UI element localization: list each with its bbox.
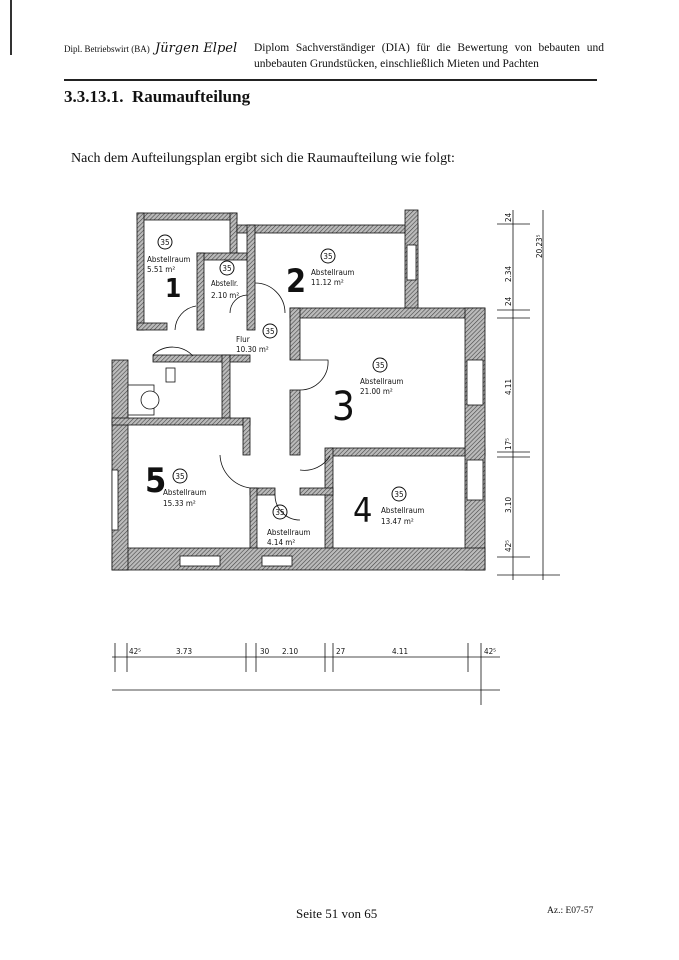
room-abstellr: 35 Abstellr. 2.10 m² [211, 260, 239, 300]
header-description-line1: Diplom Sachverständiger (DIA) für die Be… [254, 42, 604, 54]
room-area: 2.10 m² [211, 291, 239, 300]
room-labels: 35 Abstellraum 5.51 m² 1 35 Abstellr. 2.… [145, 234, 424, 547]
room-number: 4 [353, 491, 372, 531]
svg-text:2.34: 2.34 [504, 266, 513, 282]
svg-text:24: 24 [504, 212, 513, 222]
room-name: Abstellraum [147, 255, 190, 264]
reference-number: Az.: E07-57 [547, 906, 594, 916]
svg-text:30: 30 [260, 647, 270, 656]
svg-text:42⁵: 42⁵ [129, 647, 141, 656]
room-5: 35 5 Abstellraum 15.33 m² [145, 461, 206, 508]
svg-text:27: 27 [336, 647, 345, 656]
header-description: Diplom Sachverständiger (DIA) für die Be… [254, 40, 604, 72]
svg-text:35: 35 [175, 472, 184, 481]
header-divider [64, 79, 597, 81]
svg-text:2.10: 2.10 [282, 647, 298, 656]
room-2: 35 2 Abstellraum 11.12 m² [286, 248, 354, 300]
svg-text:24: 24 [504, 296, 513, 306]
svg-text:3.73: 3.73 [176, 647, 192, 656]
svg-text:35: 35 [375, 361, 384, 370]
svg-text:35: 35 [394, 490, 403, 499]
author-title: Dipl. Betriebswirt (BA) [64, 44, 150, 54]
header-author: Dipl. Betriebswirt (BA) Jürgen Elpel [64, 41, 237, 56]
room-area: 5.51 m² [147, 265, 175, 274]
scan-edge-mark [10, 0, 12, 55]
room-name: Abstellraum [381, 506, 424, 515]
room-area: 4.14 m² [267, 538, 295, 547]
header-description-line2: unbebauten Grundstücken, einschließlich … [254, 58, 539, 70]
windows [111, 244, 484, 567]
room-name: Abstellr. [211, 279, 238, 288]
dim-total: 20.23⁵ [535, 234, 544, 258]
room-number: 2 [286, 262, 306, 300]
svg-text:42⁵: 42⁵ [504, 540, 513, 552]
room-tag: 35 [160, 238, 169, 247]
room-name: Flur [236, 335, 250, 344]
room-area: 10.30 m² [236, 345, 269, 354]
room-1: 35 Abstellraum 5.51 m² 1 [147, 234, 190, 304]
svg-text:42⁵: 42⁵ [484, 647, 496, 656]
dimension-right: 24 2.34 24 4.11 17⁵ 3.10 42⁵ 20.23⁵ [497, 210, 560, 580]
room-number: 3 [332, 384, 355, 430]
svg-text:35: 35 [323, 252, 332, 261]
room-area: 11.12 m² [311, 278, 344, 287]
page-number: Seite 51 von 65 [296, 906, 378, 921]
section-heading: 3.3.13.1. Raumaufteilung [64, 87, 251, 106]
room-flur: 35 Flur 10.30 m² [236, 323, 278, 354]
room-name: Abstellraum [267, 528, 310, 537]
door-swings [152, 282, 331, 521]
svg-text:4.11: 4.11 [504, 379, 513, 395]
room-area: 21.00 m² [360, 387, 393, 396]
svg-text:4.11: 4.11 [392, 647, 408, 656]
room-3: 35 3 Abstellraum 21.00 m² [332, 357, 403, 430]
room-area: 15.33 m² [163, 499, 196, 508]
section-intro: Nach dem Aufteilungsplan ergibt sich die… [71, 151, 455, 166]
svg-text:35: 35 [275, 508, 284, 517]
svg-text:3.10: 3.10 [504, 497, 513, 513]
room-number: 1 [165, 274, 181, 304]
svg-text:17⁵: 17⁵ [504, 438, 513, 450]
room-name: Abstellraum [360, 377, 403, 386]
svg-text:35: 35 [265, 327, 274, 336]
author-signature: Jürgen Elpel [155, 41, 238, 56]
room-4: 35 4 Abstellraum 13.47 m² [353, 486, 424, 531]
room-area: 13.47 m² [381, 517, 414, 526]
room-name: Abstellraum [163, 488, 206, 497]
dimension-bottom: 42⁵ 3.73 30 2.10 27 4.11 42⁵ [112, 643, 500, 705]
kitchen-fixtures [127, 367, 176, 416]
svg-text:35: 35 [222, 264, 231, 273]
room-number: 5 [145, 461, 166, 501]
room-name: Abstellraum [311, 268, 354, 277]
room-small: 35 Abstellraum 4.14 m² [267, 504, 310, 547]
